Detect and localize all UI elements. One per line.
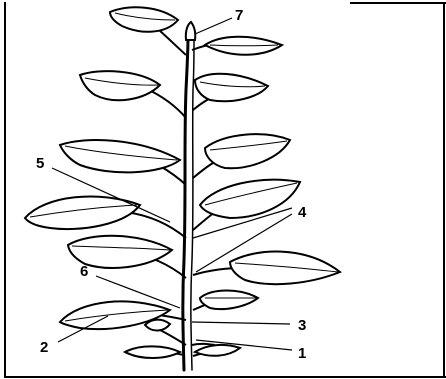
label-7: 7 — [235, 7, 243, 24]
leaf-lower-left — [25, 196, 140, 229]
leaf-base-left — [125, 346, 180, 358]
leaf-base-right — [195, 345, 240, 356]
label-3: 3 — [298, 317, 306, 334]
leaf-base-left-small — [145, 320, 170, 331]
label-1: 1 — [298, 345, 306, 362]
leaf-right-5 — [200, 291, 258, 310]
label-5: 5 — [36, 155, 44, 172]
label-4: 4 — [298, 204, 307, 221]
leaf-mid-left — [60, 140, 180, 172]
leader-3 — [192, 322, 290, 324]
leader-7 — [195, 18, 232, 34]
label-6: 6 — [80, 263, 88, 280]
leaf-upper-right — [195, 74, 268, 101]
leaf-mid-right — [205, 134, 290, 168]
apical-bud — [186, 22, 195, 40]
leaf-right-4 — [230, 252, 340, 285]
label-2: 2 — [40, 339, 48, 356]
